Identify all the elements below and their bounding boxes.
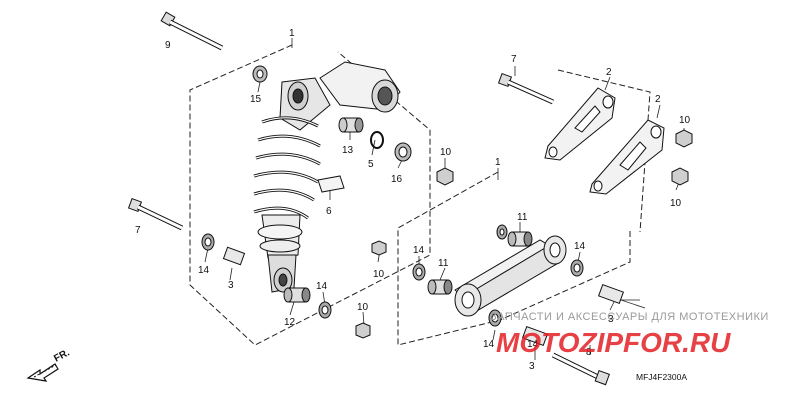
shock-spring xyxy=(253,116,321,220)
group-outlines xyxy=(189,44,651,346)
part-label-14: 14 xyxy=(316,281,328,292)
diagram-part-code: MFJ4F2300A xyxy=(636,372,687,382)
bolt-7-right xyxy=(497,72,555,105)
part-label-14: 14 xyxy=(198,265,210,276)
bolt-7-left xyxy=(127,197,184,231)
shock-group-outline xyxy=(189,44,431,346)
part-label-10: 10 xyxy=(440,147,452,158)
part-number-labels: 1 15 9 13 5 16 6 7 14 3 12 14 10 10 10 1… xyxy=(135,28,691,372)
part-label-10: 10 xyxy=(373,269,385,280)
collar-3b xyxy=(597,283,625,305)
bracket-group-outline xyxy=(557,69,651,233)
nut-10d xyxy=(675,129,693,148)
part-label-10: 10 xyxy=(670,198,682,209)
shock-link-brackets xyxy=(544,87,665,195)
part-label-11: 11 xyxy=(438,258,449,269)
part-label-14: 14 xyxy=(413,245,425,256)
nut-10a xyxy=(436,167,454,186)
part-label-10: 10 xyxy=(679,115,691,126)
part-label-12: 12 xyxy=(284,317,296,328)
front-direction-arrow: FR. xyxy=(26,347,72,382)
nut-10e xyxy=(671,167,689,186)
part-label-2: 2 xyxy=(655,94,661,105)
part-label-1: 1 xyxy=(289,28,295,39)
part-label-8: 8 xyxy=(586,347,592,358)
part-label-11: 11 xyxy=(517,212,528,223)
nut-10c xyxy=(355,322,371,339)
collar-3a xyxy=(222,246,246,266)
collar-3c xyxy=(521,325,549,347)
bearing-12 xyxy=(283,287,311,303)
part-label-9: 9 xyxy=(165,40,171,51)
part-label-7: 7 xyxy=(135,225,141,236)
bearing-11b xyxy=(427,279,453,295)
part-label-15: 15 xyxy=(250,94,262,105)
part-label-3: 3 xyxy=(228,280,234,291)
front-direction-label: FR. xyxy=(52,347,72,364)
bearing-11a xyxy=(507,231,533,247)
bolt-8 xyxy=(551,352,610,386)
bolt-9 xyxy=(160,11,224,51)
nut-10b xyxy=(371,240,387,256)
watermark-brand: MOTOZIPFOR.RU xyxy=(496,327,731,358)
part-label-6: 6 xyxy=(326,206,332,217)
part-label-14: 14 xyxy=(527,339,539,350)
watermark: ЗАПЧАСТИ И АКСЕССУАРЫ ДЛЯ МОТОТЕХНИКИ MO… xyxy=(490,311,769,358)
link-parts xyxy=(412,224,625,347)
seals-and-collars xyxy=(201,65,412,319)
shock-absorber xyxy=(253,61,401,293)
label-plate-6 xyxy=(317,175,345,193)
part-label-2: 2 xyxy=(606,67,612,78)
part-label-14: 14 xyxy=(574,241,586,252)
linkage-group-outline xyxy=(397,171,631,346)
part-label-16: 16 xyxy=(391,174,403,185)
part-label-10: 10 xyxy=(357,302,369,313)
collar-13 xyxy=(338,117,364,133)
part-label-1: 1 xyxy=(495,157,501,168)
nuts xyxy=(355,129,693,339)
part-label-13: 13 xyxy=(342,145,354,156)
part-label-3: 3 xyxy=(529,361,535,372)
part-label-3: 3 xyxy=(608,314,614,325)
part-label-14: 14 xyxy=(483,339,495,350)
watermark-tagline: ЗАПЧАСТИ И АКСЕССУАРЫ ДЛЯ МОТОТЕХНИКИ xyxy=(490,311,769,323)
part-label-7: 7 xyxy=(511,54,517,65)
part-label-5: 5 xyxy=(368,159,374,170)
circlip-5 xyxy=(370,131,384,149)
link-arm xyxy=(454,235,567,317)
